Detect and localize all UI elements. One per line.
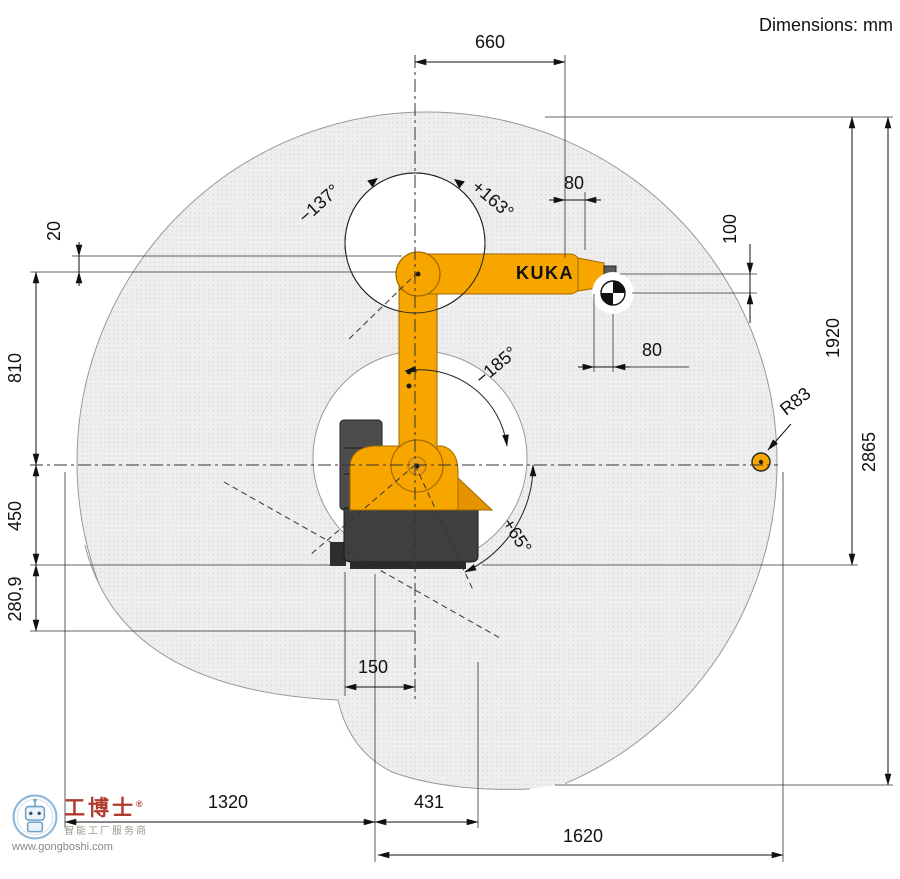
base-bracket bbox=[330, 542, 346, 566]
robot-base bbox=[343, 507, 479, 563]
base-plate bbox=[350, 562, 466, 569]
cable-dot bbox=[406, 383, 412, 389]
dim-80-mid-label: 80 bbox=[642, 340, 662, 360]
dim-280-9-label: 280,9 bbox=[5, 576, 25, 621]
dimension-lines bbox=[32, 58, 892, 859]
dim-1620-label: 1620 bbox=[563, 826, 603, 846]
angle-arcs bbox=[344, 172, 537, 573]
wrist-point bbox=[751, 452, 771, 472]
dim-1320-label: 1320 bbox=[208, 792, 248, 812]
dim-100-label: 100 bbox=[720, 214, 740, 244]
watermark-slogan: 智能工厂服务商 bbox=[64, 826, 148, 838]
dim-431-label: 431 bbox=[414, 792, 444, 812]
watermark-title: 工博士® bbox=[64, 796, 146, 820]
envelope-notch-cutout bbox=[40, 545, 565, 848]
dim-r83-label: R83 bbox=[776, 383, 814, 419]
r83-leader bbox=[767, 423, 792, 451]
dim-150-label: 150 bbox=[358, 657, 388, 677]
dimension-labels: 660 80 100 20 810 450 280,9 80 150 1320 … bbox=[5, 32, 879, 846]
dim-660-label: 660 bbox=[475, 32, 505, 52]
dim-1920-label: 1920 bbox=[823, 318, 843, 358]
envelope-notch-edge bbox=[84, 544, 531, 790]
arc-arrow bbox=[367, 177, 378, 188]
dim-810-label: 810 bbox=[5, 353, 25, 383]
extension-lines bbox=[30, 55, 893, 862]
brand-logo: KUKA bbox=[516, 263, 574, 283]
dim-2865-label: 2865 bbox=[859, 432, 879, 472]
gongboshi-logo-icon bbox=[12, 794, 58, 840]
watermark: 工博士® 智能工厂服务商 www.gongboshi.com bbox=[12, 794, 182, 853]
centerlines bbox=[30, 55, 778, 700]
registered-mark: ® bbox=[136, 798, 146, 809]
dim-20-label: 20 bbox=[44, 221, 64, 241]
center-of-mass-icon bbox=[600, 280, 626, 306]
construction-lines bbox=[223, 271, 501, 639]
watermark-url: www.gongboshi.com bbox=[12, 841, 113, 853]
dim-80-top-label: 80 bbox=[564, 173, 584, 193]
units-label: Dimensions: mm bbox=[759, 15, 893, 35]
arc-arrow bbox=[454, 178, 465, 189]
dim-450-label: 450 bbox=[5, 501, 25, 531]
